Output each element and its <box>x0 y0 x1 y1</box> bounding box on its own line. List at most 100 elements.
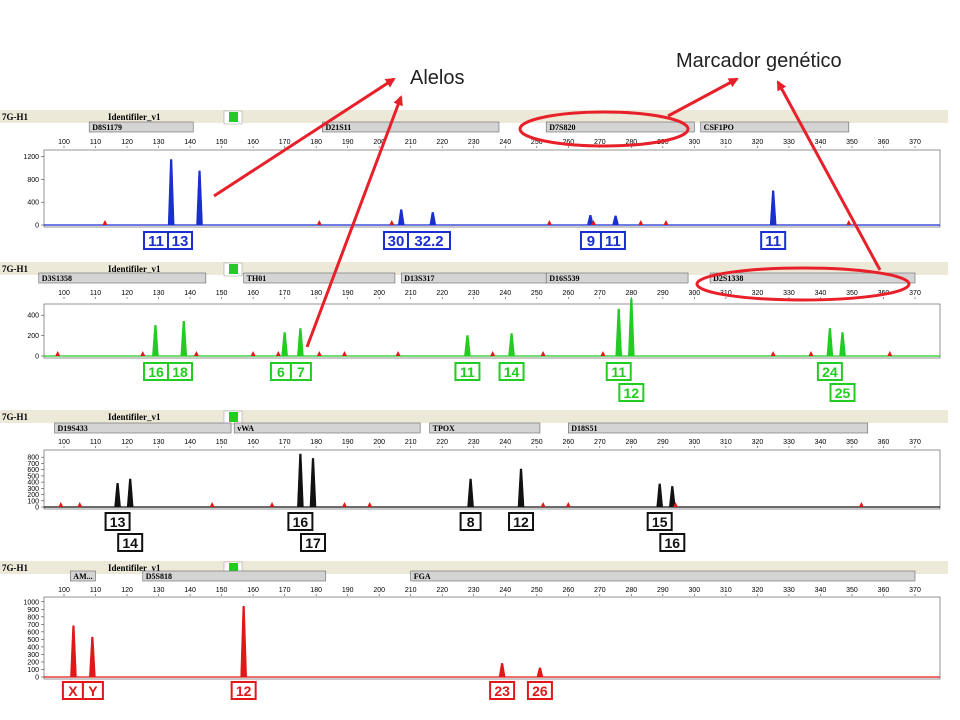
x-tick-label: 150 <box>216 587 228 594</box>
marker-name: D7S820 <box>549 123 575 132</box>
allele-label: X <box>68 683 78 699</box>
x-tick-label: 260 <box>562 587 574 594</box>
x-tick-label: 280 <box>625 587 637 594</box>
panel-sample-label: 7G-H1 <box>2 563 28 573</box>
x-tick-label: 180 <box>310 139 322 146</box>
artifact-marker <box>546 220 552 225</box>
x-tick-label: 170 <box>279 290 291 297</box>
artifact-marker <box>663 220 669 225</box>
peak-170 <box>281 332 288 357</box>
artifact-marker <box>367 502 373 507</box>
alleles-arrow-2 <box>305 95 403 348</box>
marker-name: D21S11 <box>325 123 351 132</box>
status-indicator <box>229 563 238 573</box>
x-tick-label: 240 <box>499 439 511 446</box>
allele-label: 13 <box>110 514 126 530</box>
status-indicator <box>229 264 238 274</box>
x-tick-label: 220 <box>436 139 448 146</box>
x-tick-label: 320 <box>752 587 764 594</box>
x-tick-label: 370 <box>909 290 921 297</box>
allele-label: 11 <box>605 233 621 250</box>
peak-229 <box>467 478 474 508</box>
x-tick-label: 280 <box>625 290 637 297</box>
marker-name: TPOX <box>433 424 455 433</box>
x-tick-label: 200 <box>373 439 385 446</box>
x-tick-label: 290 <box>657 587 669 594</box>
x-tick-label: 370 <box>909 439 921 446</box>
allele-box <box>816 362 843 381</box>
x-tick-label: 260 <box>562 439 574 446</box>
peak-179 <box>309 458 317 508</box>
artifact-marker <box>490 351 496 356</box>
y-tick-label: 400 <box>27 480 39 487</box>
x-tick-label: 180 <box>310 439 322 446</box>
y-tick-label: 400 <box>27 644 39 651</box>
x-tick-label: 340 <box>815 290 827 297</box>
peak-228 <box>464 335 471 357</box>
panel-kit-label: Identifiler_v1 <box>108 412 161 422</box>
x-tick-label: 290 <box>657 290 669 297</box>
x-tick-label: 110 <box>90 439 101 446</box>
plot-frame <box>43 596 941 680</box>
allele-label: 16 <box>293 514 309 530</box>
peak-103 <box>70 625 77 678</box>
allele-label: 16 <box>665 535 681 551</box>
x-tick-label: 150 <box>216 439 228 446</box>
marker-box-am <box>70 570 96 582</box>
allele-label: 13 <box>172 233 189 250</box>
x-tick-label: 200 <box>373 290 385 297</box>
x-tick-label: 100 <box>58 290 70 297</box>
peak-129 <box>152 325 159 357</box>
marker-name: D16S539 <box>549 274 579 283</box>
y-tick-label: 800 <box>27 177 39 184</box>
peak-245 <box>517 468 525 508</box>
artifact-marker <box>342 351 348 356</box>
peak-138 <box>180 321 188 357</box>
artifact-marker <box>77 502 83 507</box>
x-tick-label: 100 <box>58 439 70 446</box>
marker-box-d19s433 <box>54 422 232 434</box>
x-tick-label: 150 <box>216 139 228 146</box>
artifact-marker <box>209 502 215 507</box>
x-tick-label: 170 <box>279 587 291 594</box>
y-tick-label: 400 <box>27 313 39 320</box>
allele-box <box>526 681 553 700</box>
marker-arrow-2 <box>776 80 882 271</box>
x-tick-label: 230 <box>468 587 480 594</box>
artifact-marker <box>389 220 395 225</box>
y-tick-label: 400 <box>27 200 39 207</box>
alleles-arrow-1 <box>213 77 396 198</box>
artifact-marker <box>540 351 546 356</box>
marker-name: D5S818 <box>146 572 172 581</box>
x-tick-label: 140 <box>184 439 196 446</box>
x-tick-label: 240 <box>499 290 511 297</box>
allele-label: 7 <box>297 364 305 380</box>
x-tick-label: 120 <box>121 587 133 594</box>
artifact-marker <box>140 351 146 356</box>
x-tick-label: 360 <box>878 139 890 146</box>
x-tick-label: 120 <box>121 290 133 297</box>
x-tick-label: 360 <box>878 587 890 594</box>
allele-label: 9 <box>587 233 595 250</box>
allele-box <box>829 383 856 402</box>
artifact-marker <box>591 220 597 225</box>
x-tick-label: 270 <box>594 290 606 297</box>
panel-kit-label: Identifiler_v1 <box>108 264 161 274</box>
x-tick-label: 300 <box>689 587 701 594</box>
x-tick-label: 180 <box>310 587 322 594</box>
artifact-marker <box>193 351 199 356</box>
allele-label: 12 <box>513 514 529 530</box>
allele-label: 12 <box>624 385 640 401</box>
artifact-marker <box>540 502 546 507</box>
allele-label: 30 <box>388 233 405 250</box>
allele-box <box>167 231 194 250</box>
x-tick-label: 160 <box>247 290 259 297</box>
x-tick-label: 140 <box>184 587 196 594</box>
artifact-marker <box>672 502 678 507</box>
marker-annotation-label: Marcador genético <box>676 50 842 72</box>
artifact-marker <box>887 351 893 356</box>
